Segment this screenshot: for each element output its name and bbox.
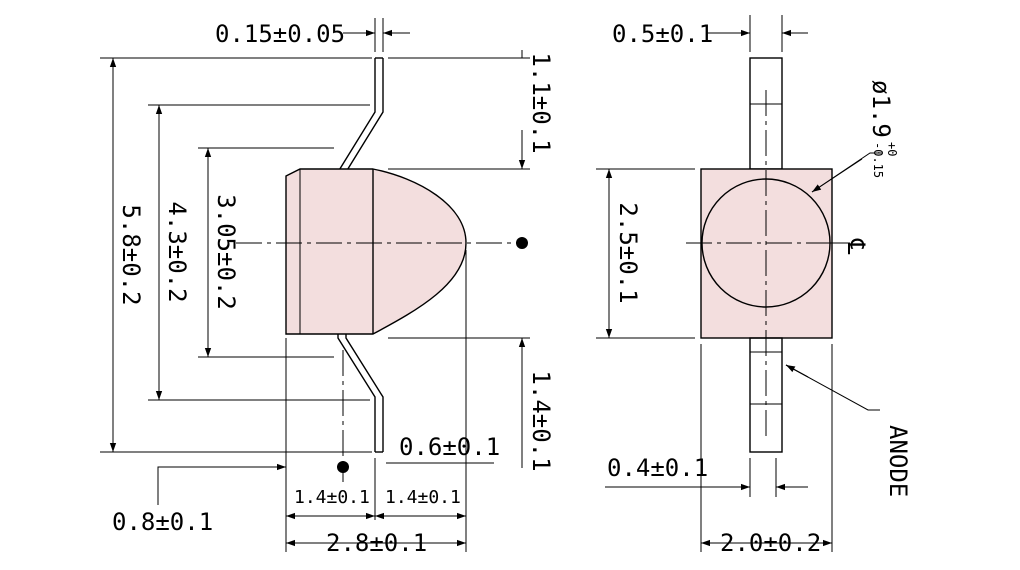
label-anode: ANODE bbox=[884, 425, 912, 497]
side-view: 0.15±0.05 5.8±0.2 4.3±0.2 3.05±0.2 1.1±0… bbox=[100, 18, 555, 557]
label-top-lead-width: 0.5±0.1 bbox=[612, 20, 713, 48]
label-body-height: 3.05±0.2 bbox=[212, 194, 240, 310]
label-lens-tol-plus: +0 bbox=[885, 142, 899, 156]
label-left-half-width: 1.4±0.1 bbox=[294, 487, 370, 508]
reference-mark-right bbox=[516, 237, 528, 249]
label-total-width: 2.8±0.1 bbox=[326, 529, 427, 557]
label-bottom-lead-length: 1.4±0.1 bbox=[527, 370, 555, 471]
label-lens-diameter: ø1.9 bbox=[867, 80, 895, 138]
label-lens-offset: 0.6±0.1 bbox=[399, 433, 500, 461]
centerline-symbol: ℄ bbox=[842, 238, 870, 255]
led-body-side bbox=[285, 168, 467, 335]
label-front-body-height: 2.5±0.1 bbox=[614, 202, 642, 303]
label-front-body-width: 2.0±0.2 bbox=[720, 529, 821, 557]
reference-mark-bottom bbox=[337, 461, 349, 473]
label-lead-thickness: 0.15±0.05 bbox=[215, 20, 345, 48]
label-lens-tol-minus: -0.15 bbox=[871, 142, 885, 178]
label-right-half-width: 1.4±0.1 bbox=[385, 487, 461, 508]
label-bottom-lead-width: 0.4±0.1 bbox=[607, 454, 708, 482]
label-lead-span: 4.3±0.2 bbox=[163, 201, 191, 302]
label-top-lead-length: 1.1±0.1 bbox=[527, 52, 555, 153]
label-center-offset: 0.8±0.1 bbox=[112, 508, 213, 536]
front-view: 0.5±0.1 ø1.9 +0 -0.15 2.5±0.1 ℄ ANODE 0.… bbox=[596, 15, 912, 557]
label-overall-height: 5.8±0.2 bbox=[117, 204, 145, 305]
